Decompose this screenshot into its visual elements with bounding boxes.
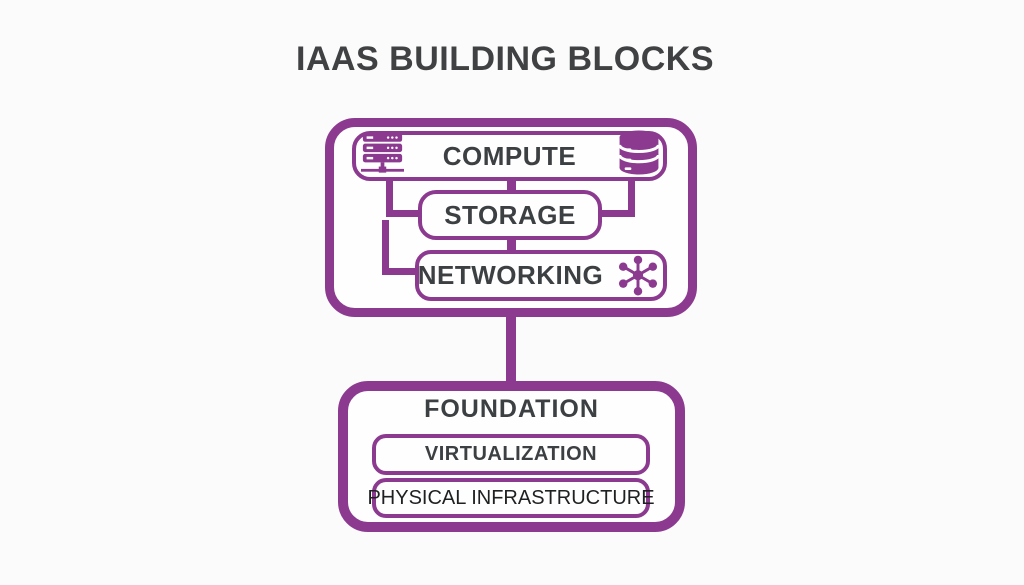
physical-infrastructure-label: PHYSICAL INFRASTRUCTURE <box>367 486 655 509</box>
connector-compute-networking-left-vertical <box>382 220 389 275</box>
virtualization-label: VIRTUALIZATION <box>424 443 598 465</box>
network-hub-icon <box>612 254 664 298</box>
compute-box: COMPUTE <box>352 131 667 181</box>
connector-compute-storage-center <box>507 179 516 192</box>
database-icon <box>618 130 660 175</box>
compute-label: COMPUTE <box>442 140 577 171</box>
connector-compute-networking-left-horizontal <box>382 268 418 275</box>
storage-label: STORAGE <box>444 199 576 230</box>
connector-group-foundation <box>506 313 516 385</box>
connector-compute-storage-left-horizontal <box>386 210 420 217</box>
connector-compute-storage-right-horizontal <box>600 210 635 217</box>
connector-compute-storage-left-vertical <box>386 179 393 217</box>
connector-storage-networking-center <box>507 238 516 252</box>
networking-label: NETWORKING <box>417 260 604 290</box>
page-title: IAAS BUILDING BLOCKS <box>296 40 714 78</box>
server-icon <box>361 133 404 173</box>
virtualization-box: VIRTUALIZATION <box>372 434 650 475</box>
foundation-label: FOUNDATION <box>424 395 599 423</box>
connector-compute-storage-right-vertical <box>628 179 635 217</box>
physical-infrastructure-box: PHYSICAL INFRASTRUCTURE <box>367 478 655 518</box>
networking-box: NETWORKING <box>415 250 667 301</box>
storage-box: STORAGE <box>418 190 602 240</box>
